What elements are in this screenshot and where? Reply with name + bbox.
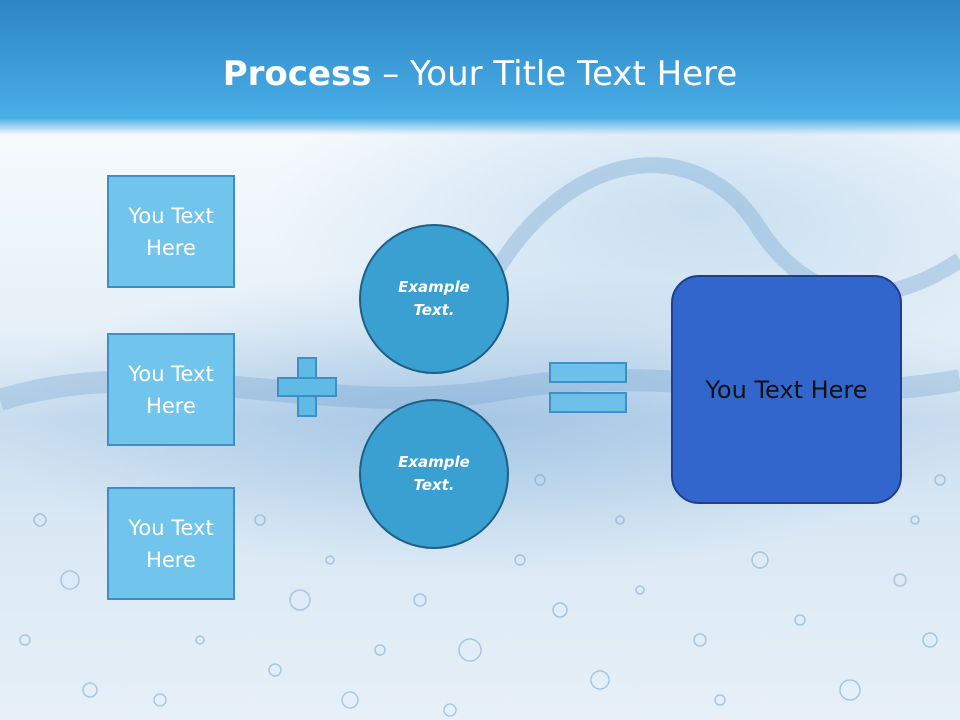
- plus-icon: [277, 357, 339, 419]
- slide-title: Process – Your Title Text Here: [0, 52, 960, 96]
- result-box[interactable]: You Text Here: [671, 275, 902, 504]
- input-box-1-label: You Text Here: [128, 203, 214, 260]
- title-bold: Process: [222, 54, 372, 94]
- input-box-2-label: You Text Here: [128, 361, 214, 418]
- equals-icon-top-bar: [549, 362, 627, 383]
- input-box-3-label: You Text Here: [128, 515, 214, 572]
- example-circle-1-label: Example Text.: [398, 278, 470, 319]
- input-box-2[interactable]: You Text Here: [107, 333, 235, 446]
- example-circle-2-label: Example Text.: [398, 453, 470, 494]
- title-bar: [0, 0, 960, 135]
- example-circle-1[interactable]: Example Text.: [359, 224, 509, 374]
- input-box-3[interactable]: You Text Here: [107, 487, 235, 600]
- example-circle-2[interactable]: Example Text.: [359, 399, 509, 549]
- title-rest: – Your Title Text Here: [371, 54, 738, 94]
- result-box-label: You Text Here: [705, 375, 868, 404]
- input-box-1[interactable]: You Text Here: [107, 175, 235, 288]
- equals-icon-bottom-bar: [549, 392, 627, 413]
